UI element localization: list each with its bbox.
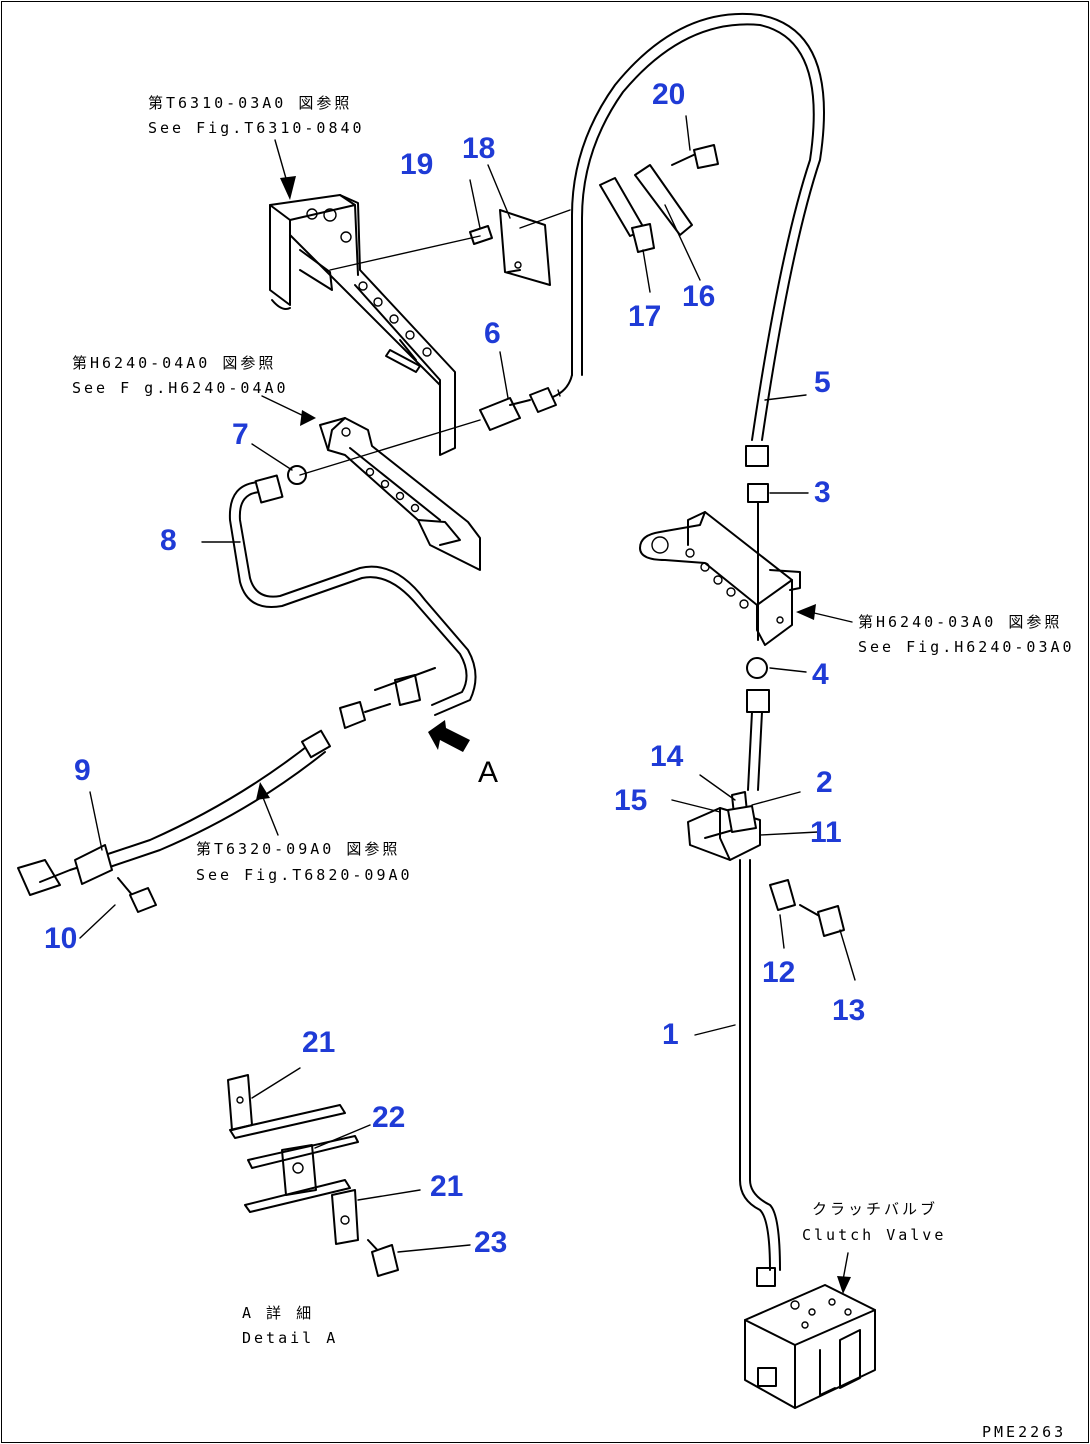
assembly-lines xyxy=(299,209,571,476)
callout-12: 12 xyxy=(762,956,795,989)
ref-t6310-en: See Fig.T6310-0840 xyxy=(148,119,365,137)
right-bracket xyxy=(639,511,801,646)
callout-17: 17 xyxy=(628,300,661,333)
ref-t6320-en: See Fig.T6820-09A0 xyxy=(196,866,413,884)
clamp-17 xyxy=(599,177,655,253)
view-label-a: A xyxy=(478,756,498,789)
spacer-12 xyxy=(769,879,796,911)
callout-6: 6 xyxy=(484,317,501,350)
detail-a-jp: A 詳 細 xyxy=(242,1304,314,1322)
ref-t6310-jp: 第T6310-03A0 図参照 xyxy=(148,94,352,112)
callout-18: 18 xyxy=(462,132,495,165)
callout-19: 19 xyxy=(400,148,433,181)
leader-lines xyxy=(79,115,856,1253)
detail-a-en: Detail A xyxy=(242,1329,338,1347)
callout-8: 8 xyxy=(160,524,177,557)
clutch-valve-en: Clutch Valve xyxy=(802,1226,946,1244)
nut-4 xyxy=(746,657,768,679)
bolt-14-15 xyxy=(727,791,757,833)
callout-10: 10 xyxy=(44,922,77,955)
callout-5: 5 xyxy=(814,366,831,399)
pin-19 xyxy=(469,225,493,245)
callout-1: 1 xyxy=(662,1018,679,1051)
callout-7: 7 xyxy=(232,418,249,451)
callout-3: 3 xyxy=(814,476,831,509)
callout-4: 4 xyxy=(812,658,829,691)
upper-left-bracket xyxy=(269,194,456,456)
clamp-assembly-a xyxy=(339,667,436,729)
bolt-13 xyxy=(799,904,845,937)
fitting-6 xyxy=(479,387,557,431)
drawing-code: PME2263 xyxy=(982,1423,1066,1441)
callout-numbers: 1 2 3 4 5 6 7 8 9 10 11 12 13 14 15 16 1… xyxy=(44,78,865,1259)
clutch-valve-jp: クラッチバルブ xyxy=(812,1200,938,1218)
plate-18 xyxy=(499,209,551,286)
bolt-20 xyxy=(671,144,719,169)
callout-21-lower: 21 xyxy=(430,1170,463,1203)
callout-11: 11 xyxy=(810,816,842,849)
ref-h6240-04-jp: 第H6240-04A0 図参照 xyxy=(72,354,276,372)
detail-a-clip-22 xyxy=(247,1135,359,1196)
ref-h6240-04-en: See F g.H6240-04A0 xyxy=(72,379,289,397)
fitting-3 xyxy=(747,483,769,503)
ref-h6240-03-jp: 第H6240-03A0 図参照 xyxy=(858,613,1062,631)
callout-20: 20 xyxy=(652,78,685,111)
callout-14: 14 xyxy=(650,740,684,773)
callout-23: 23 xyxy=(474,1226,507,1259)
reference-texts: 第T6310-03A0 図参照 See Fig.T6310-0840 第H624… xyxy=(72,94,1075,1441)
plate-16 xyxy=(634,164,693,236)
callout-9: 9 xyxy=(74,754,91,787)
view-arrow-a xyxy=(428,720,470,752)
pipe-5-loop xyxy=(549,12,825,441)
reference-arrows xyxy=(256,139,853,1294)
callout-16: 16 xyxy=(682,280,715,313)
nut-5 xyxy=(745,445,769,467)
clutch-valve xyxy=(744,1267,876,1409)
detail-a-clamp-upper-21 xyxy=(227,1074,346,1139)
hose-t6320 xyxy=(17,729,332,896)
pipe-1 xyxy=(747,711,763,791)
callout-21-upper: 21 xyxy=(302,1026,335,1059)
detail-a-clamp-lower-21 xyxy=(244,1179,359,1245)
ref-h6240-03-en: See Fig.H6240-03A0 xyxy=(858,638,1075,656)
callout-22: 22 xyxy=(372,1101,405,1134)
callout-13: 13 xyxy=(832,994,865,1027)
callout-2: 2 xyxy=(816,766,833,799)
detail-a-bolt-23 xyxy=(367,1239,399,1277)
middle-left-bracket xyxy=(319,417,481,571)
bolt-10 xyxy=(117,877,157,913)
ref-t6320-jp: 第T6320-09A0 図参照 xyxy=(196,840,400,858)
callout-15: 15 xyxy=(614,784,647,817)
pipe-8 xyxy=(228,465,477,716)
